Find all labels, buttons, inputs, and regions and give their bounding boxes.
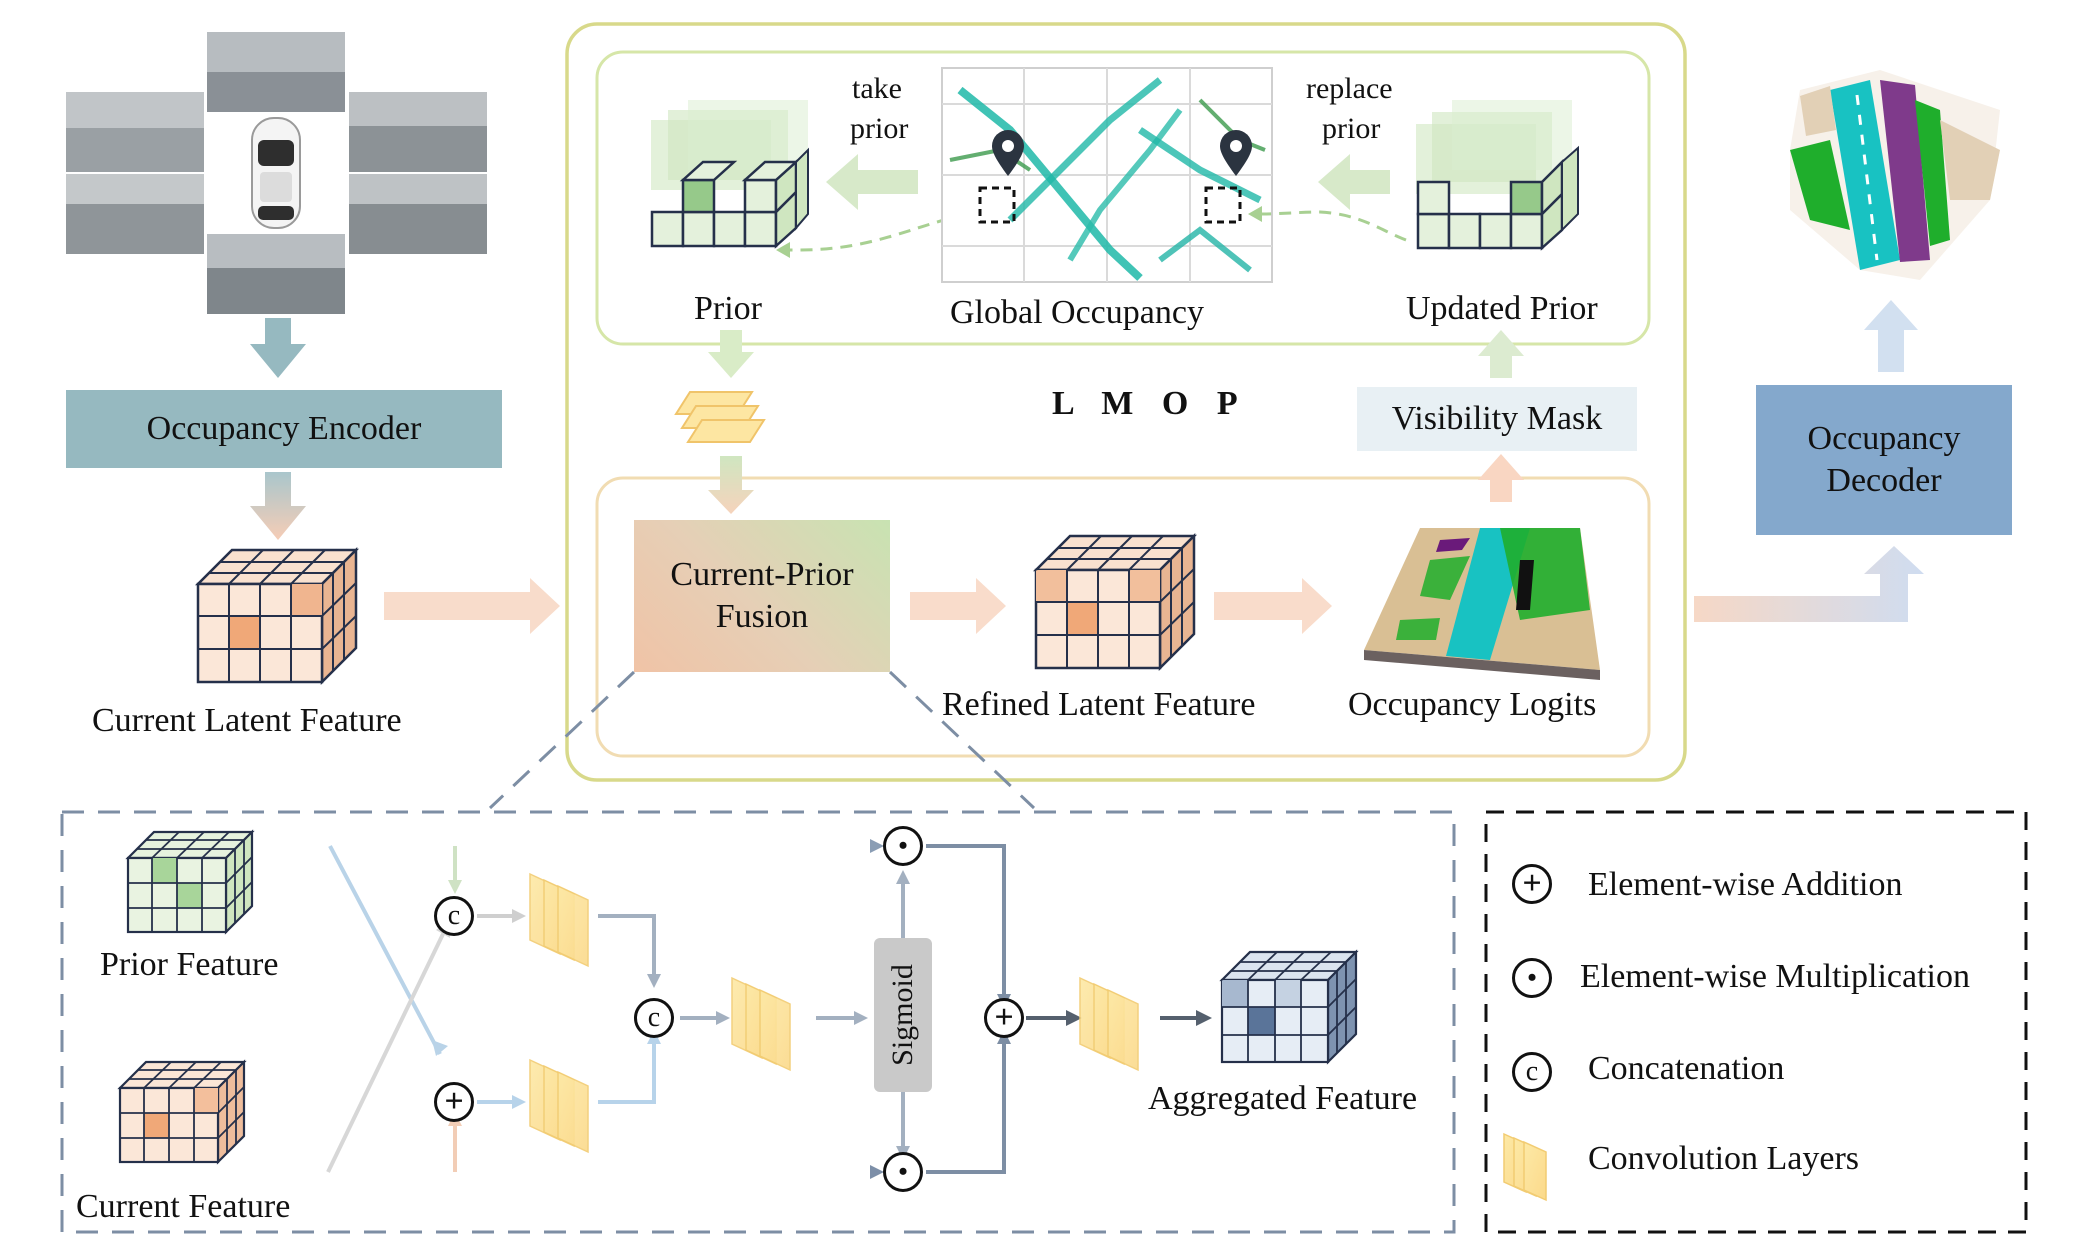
fusion-label-line2: Fusion [715,598,809,635]
occupancy-encoder: Occupancy Encoder [66,390,502,468]
prior-cube [650,100,809,249]
arrow-right [1214,578,1332,634]
occupancy-logits-map [1364,528,1600,680]
fusion-flow [272,844,1200,1174]
legend-concatenation-label: Concatenation [1588,1050,1785,1087]
global-occupancy-label: Global Occupancy [950,294,1204,331]
legend-add-icon: + [1512,864,1552,904]
visibility-mask-label: Visibility Mask [1391,399,1603,437]
refined-latent-cube [1032,532,1198,672]
conv-layers-output [1079,977,1139,1071]
sigmoid-block: Sigmoid [874,938,932,1092]
current-feature-label: Current Feature [76,1188,291,1225]
aggregated-feature-cube [1219,949,1359,1065]
arrow-down [708,330,754,378]
arrow-down [250,472,306,540]
updated-prior-label: Updated Prior [1406,290,1598,327]
legend-multiply-icon: • [1512,958,1552,998]
add-operator: + [984,998,1024,1038]
arrow-out [1694,546,1924,622]
fusion-detail-panel [60,810,1456,1234]
current-feature-cube [117,1059,247,1165]
legend-multiplication-label: Element-wise Multiplication [1580,958,1970,995]
updated-prior-cube [1416,100,1579,251]
location-pin-icon [1220,130,1252,176]
legend-concat-icon: c [1512,1052,1552,1092]
current-latent-label: Current Latent Feature [92,702,402,739]
arrow-left [826,154,918,210]
arrow-down [250,318,306,378]
lmop-title: L M O P [1052,385,1248,422]
add-operator: + [434,1082,474,1122]
occupancy-logits-label: Occupancy Logits [1348,686,1597,723]
legend-conv-icon [1503,1133,1547,1201]
encoder-label: Occupancy Encoder [146,409,422,447]
conv-layers-weights [731,977,791,1071]
lmop-box [565,22,1687,782]
legend-panel [1484,810,2028,1234]
output-occupancy [1790,70,2000,280]
prior-feature-cube [125,829,255,935]
visibility-mask: Visibility Mask [1357,387,1637,451]
global-occupancy-map [941,67,1273,283]
multiply-operator: • [883,826,923,866]
prior-label: Prior [694,290,762,327]
multiply-operator: • [883,1152,923,1192]
concat-operator: c [634,998,674,1038]
conv-layers-prior [529,873,589,967]
sigmoid-label: Sigmoid [886,964,920,1066]
aggregated-feature-label: Aggregated Feature [1148,1080,1418,1117]
arrow-right [910,578,1006,634]
arrow-left [1318,154,1390,210]
prior-memory-box [595,50,1651,346]
fusion-label-line1: Current-Prior [670,555,854,593]
fusion-box [595,476,1651,758]
current-prior-fusion: Current-Prior Fusion [634,520,890,672]
camera-images [66,32,487,314]
car-icon [251,117,301,229]
arrow-up [1478,454,1524,502]
legend-addition-label: Element-wise Addition [1588,866,1903,903]
take-prior-label-line1: take [852,72,902,105]
prior-feature-label: Prior Feature [100,946,279,983]
arrow-right [384,578,560,634]
concat-operator: c [434,896,474,936]
location-pin-icon [992,130,1024,176]
replace-prior-label-line2: prior [1322,112,1381,145]
arrow-down [708,456,754,514]
arrow-up [1864,300,1918,372]
legend-convolution-label: Convolution Layers [1588,1140,1860,1177]
conv-layers-current [529,1059,589,1153]
arrow-up [1478,330,1524,378]
occupancy-decoder: Occupancy Decoder [1756,385,2012,535]
current-latent-cube [194,546,360,686]
decoder-label-line2: Decoder [1826,462,1942,499]
prior-feature-planes [674,391,766,443]
decoder-label-line1: Occupancy [1807,419,1961,457]
replace-prior-label-line1: replace [1306,72,1393,105]
take-prior-label-line2: prior [850,112,909,145]
refined-latent-label: Refined Latent Feature [942,686,1256,723]
